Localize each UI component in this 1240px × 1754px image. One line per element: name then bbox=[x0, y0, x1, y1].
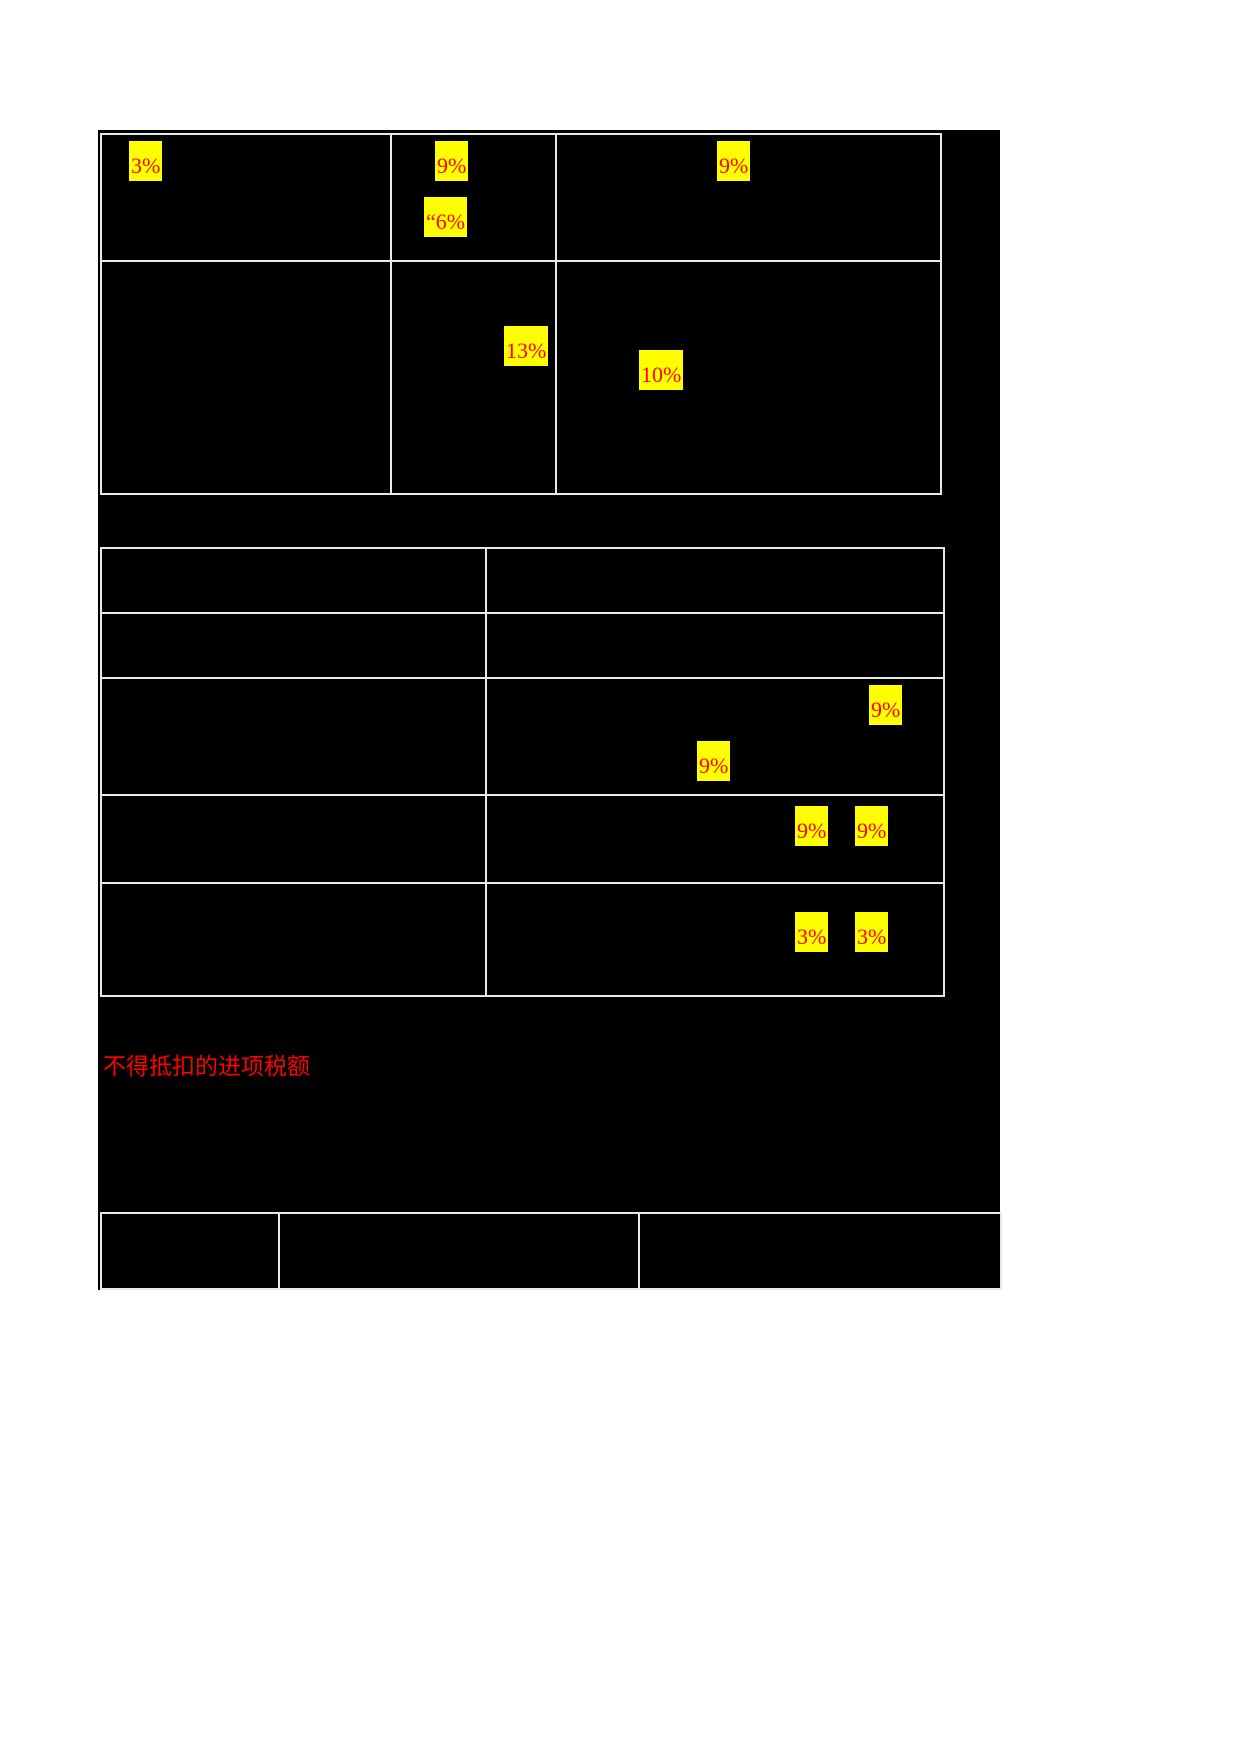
cell-footer-3 bbox=[638, 1212, 1002, 1290]
rate-chip-3-row5-a: 3% bbox=[795, 912, 829, 952]
rate-chip-3: 3% bbox=[129, 141, 163, 181]
table-row: 3% 3% bbox=[100, 882, 945, 997]
cell-footer-1 bbox=[100, 1212, 280, 1290]
section-caption-non-deductible-input-tax: 不得抵扣的进项税额 bbox=[103, 1053, 310, 1079]
footer-table bbox=[100, 1212, 1002, 1290]
rate-chip-10: 10% bbox=[639, 350, 684, 390]
cell-item-desc-3: 9% 9% bbox=[485, 677, 945, 796]
cell-service-category: 3% bbox=[100, 133, 392, 262]
cell-goods-category bbox=[100, 260, 392, 495]
rate-chip-9-row3-a: 9% bbox=[697, 741, 731, 781]
vat-rate-matrix-table: 3% 9% “6% 9% 13% 10% bbox=[100, 133, 942, 495]
table-row bbox=[100, 1212, 1002, 1290]
rate-chip-6: “6% bbox=[424, 197, 468, 237]
rate-chip-9-row3-b: 9% bbox=[869, 685, 903, 725]
cell-item-label-3 bbox=[100, 677, 487, 796]
cell-rate-notes: 9% bbox=[555, 133, 942, 262]
rate-chip-13: 13% bbox=[504, 326, 549, 366]
cell-item-desc-2 bbox=[485, 612, 945, 679]
rate-chip-9-row4-b: 9% bbox=[855, 806, 889, 846]
cell-rate-goods: 13% bbox=[390, 260, 557, 495]
cell-item-desc-1 bbox=[485, 547, 945, 614]
table-row: 9% 9% bbox=[100, 794, 945, 884]
rate-chip-3-row5-b: 3% bbox=[855, 912, 889, 952]
cell-rate-general: 9% “6% bbox=[390, 133, 557, 262]
rate-chip-9-row4-a: 9% bbox=[795, 806, 829, 846]
rate-chip-9-b: 9% bbox=[717, 141, 751, 181]
cell-item-desc-4: 9% 9% bbox=[485, 794, 945, 884]
cell-item-label-2 bbox=[100, 612, 487, 679]
cell-footer-2 bbox=[278, 1212, 640, 1290]
table-row: 9% 9% bbox=[100, 677, 945, 796]
table-row: 3% 9% “6% 9% bbox=[100, 133, 942, 262]
rate-chip-9-a: 9% bbox=[435, 141, 469, 181]
cell-item-label-5 bbox=[100, 882, 487, 997]
cell-rate-goods-notes: 10% bbox=[555, 260, 942, 495]
cell-item-label-4 bbox=[100, 794, 487, 884]
table-row: 13% 10% bbox=[100, 260, 942, 495]
table-row bbox=[100, 612, 945, 679]
table-row bbox=[100, 547, 945, 614]
cell-item-desc-5: 3% 3% bbox=[485, 882, 945, 997]
cell-item-label-1 bbox=[100, 547, 487, 614]
input-tax-deduction-table: 9% 9% 9% 9% 3% 3% bbox=[100, 547, 945, 997]
